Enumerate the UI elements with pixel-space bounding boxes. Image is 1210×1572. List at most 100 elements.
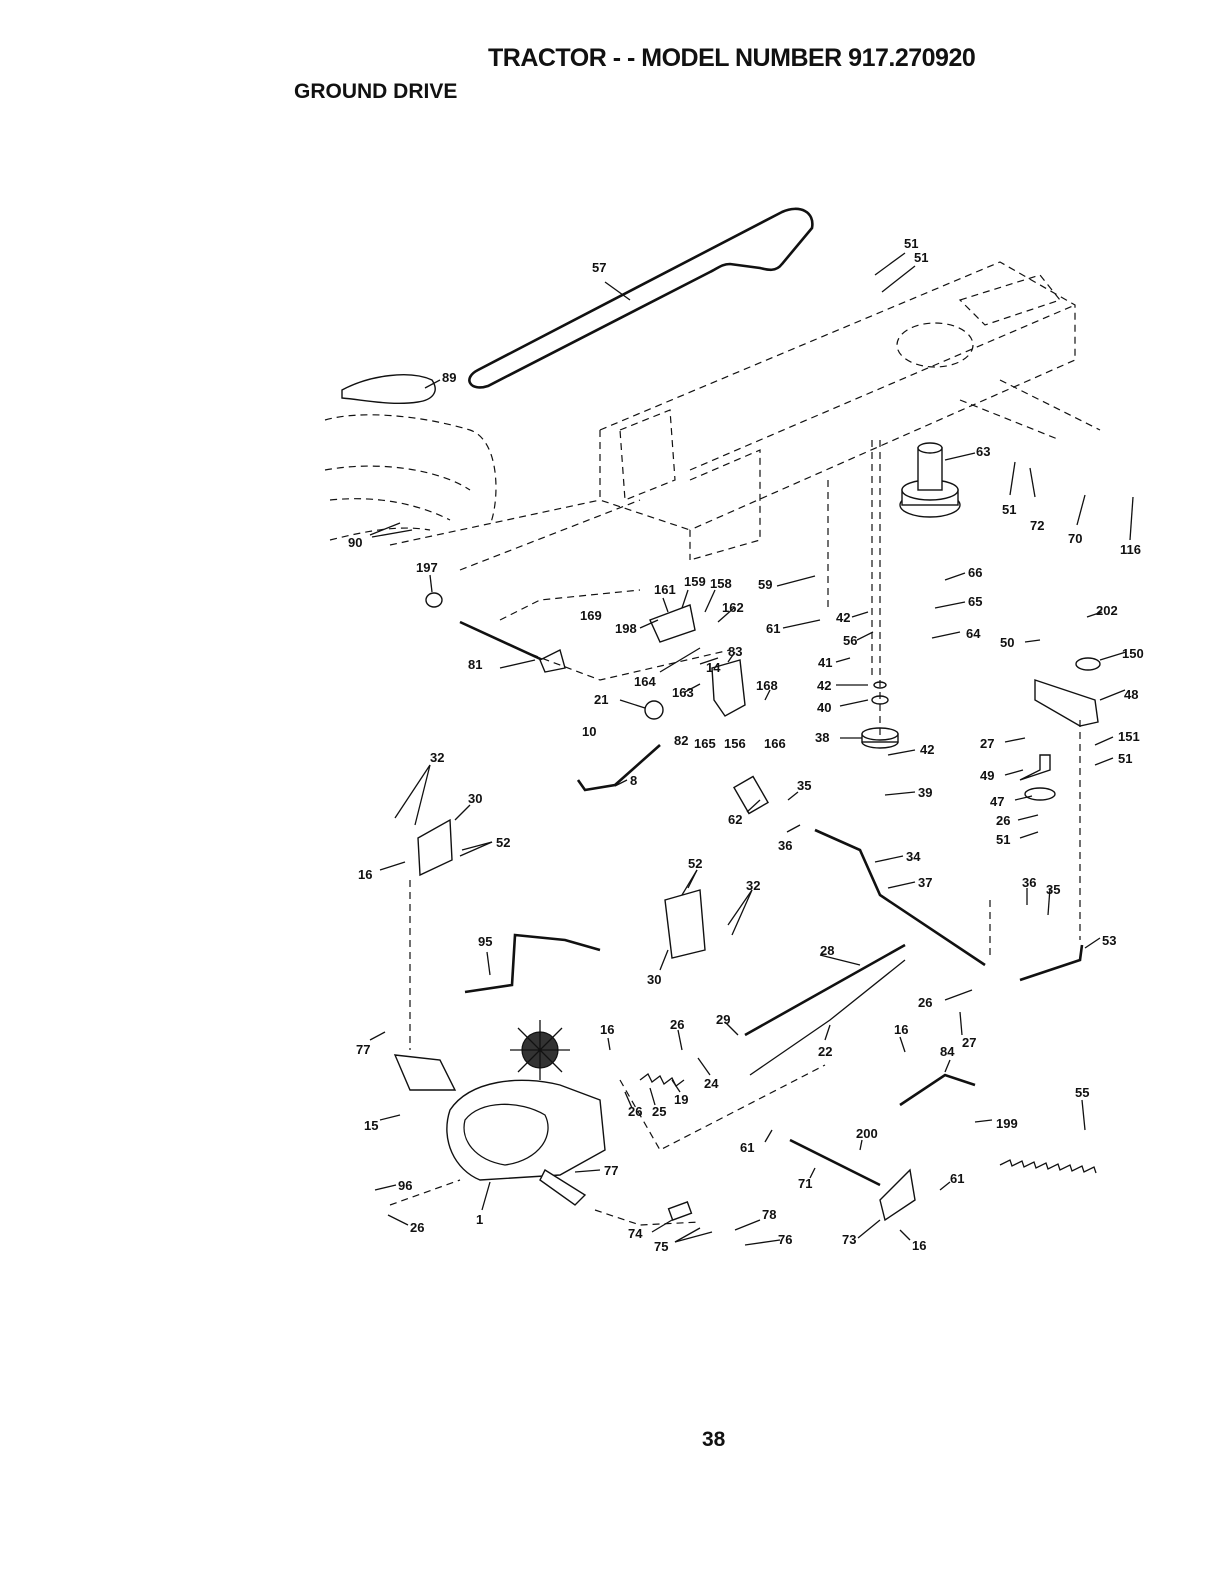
drive-belt-57 [468,207,814,389]
callout-24: 24 [704,1076,719,1091]
callout-53: 53 [1102,933,1116,948]
pulley-assembly-63 [899,442,961,518]
callout-161: 161 [654,582,676,597]
rod-22 [749,959,906,1076]
callout-73: 73 [842,1232,856,1247]
callout-48: 48 [1124,687,1138,702]
callout-16: 16 [912,1238,926,1253]
lever-8 [576,744,661,792]
callout-36: 36 [1022,875,1036,890]
lever-95 [464,933,601,994]
callout-165: 165 [694,736,716,751]
bushing-62 [733,775,769,815]
callout-150: 150 [1122,646,1144,661]
knob-21 [644,700,664,720]
tractor-frame [324,261,1101,571]
callout-65: 65 [968,594,982,609]
callout-78: 78 [762,1207,776,1222]
callout-199: 199 [996,1116,1018,1131]
callout-21: 21 [594,692,608,707]
callout-49: 49 [980,768,994,783]
callout-151: 151 [1118,729,1140,744]
callout-29: 29 [716,1012,730,1027]
callout-26: 26 [996,813,1010,828]
callout-10: 10 [582,724,596,739]
callout-162: 162 [722,600,744,615]
callout-55: 55 [1075,1085,1089,1100]
callout-36: 36 [778,838,792,853]
callout-164: 164 [634,674,656,689]
callout-57: 57 [592,260,606,275]
shaft-34 [814,828,986,967]
callout-51: 51 [1002,502,1016,517]
callout-42: 42 [817,678,831,693]
callout-30: 30 [647,972,661,987]
callout-61: 61 [950,1171,964,1186]
callout-75: 75 [654,1239,668,1254]
callout-200: 200 [856,1126,878,1141]
callout-32: 32 [746,878,760,893]
pulley-150 [1075,657,1101,671]
callout-72: 72 [1030,518,1044,533]
callout-116: 116 [1120,542,1141,557]
callout-163: 163 [672,685,694,700]
callout-35: 35 [1046,882,1060,897]
callout-76: 76 [778,1232,792,1247]
callout-16: 16 [894,1022,908,1037]
callout-51: 51 [904,236,918,251]
callout-56: 56 [843,633,857,648]
bracket-30-lower [664,889,706,959]
rod-28 [744,943,906,1037]
callout-34: 34 [906,849,921,864]
callout-40: 40 [817,700,831,715]
callout-19: 19 [674,1092,688,1107]
callout-197: 197 [416,560,438,575]
spring-25 [639,1073,685,1087]
callout-35: 35 [797,778,811,793]
callout-71: 71 [798,1176,812,1191]
callout-30: 30 [468,791,482,806]
callout-81: 81 [468,657,482,672]
callout-27: 27 [980,736,994,751]
callout-83: 83 [728,644,742,659]
page-number: 38 [702,1428,726,1451]
callout-27: 27 [962,1035,976,1050]
section-title: GROUND DRIVE [294,80,458,103]
callout-66: 66 [968,565,982,580]
callout-202: 202 [1096,603,1118,618]
callout-51: 51 [996,832,1010,847]
callout-95: 95 [478,934,492,949]
pulley-47 [1024,787,1056,801]
callout-14: 14 [706,660,721,675]
page-title: TRACTOR - - MODEL NUMBER 917.270920 [488,44,976,72]
callout-84: 84 [940,1044,955,1059]
spring-55 [999,1159,1097,1174]
callout-169: 169 [580,608,602,623]
callout-77: 77 [356,1042,370,1057]
callout-77: 77 [604,1163,618,1178]
bushing-74 [667,1201,693,1221]
callout-198: 198 [615,621,637,636]
callout-70: 70 [1068,531,1082,546]
callout-38: 38 [815,730,829,745]
callout-1: 1 [476,1212,483,1227]
callout-25: 25 [652,1104,666,1119]
callout-50: 50 [1000,635,1014,650]
callout-51: 51 [1118,751,1132,766]
callout-61: 61 [766,621,780,636]
callout-22: 22 [818,1044,832,1059]
callout-26: 26 [410,1220,424,1235]
callout-59: 59 [758,577,772,592]
callout-51: 51 [914,250,928,265]
callout-16: 16 [358,867,372,882]
callout-41: 41 [818,655,832,670]
callout-16: 16 [600,1022,614,1037]
callout-26: 26 [918,995,932,1010]
callout-156: 156 [724,736,746,751]
caliper-163 [711,659,746,717]
part-89 [341,374,436,405]
callout-37: 37 [918,875,932,890]
callout-42: 42 [836,610,850,625]
callout-62: 62 [728,812,742,827]
idler-pulley-38 [861,681,899,749]
